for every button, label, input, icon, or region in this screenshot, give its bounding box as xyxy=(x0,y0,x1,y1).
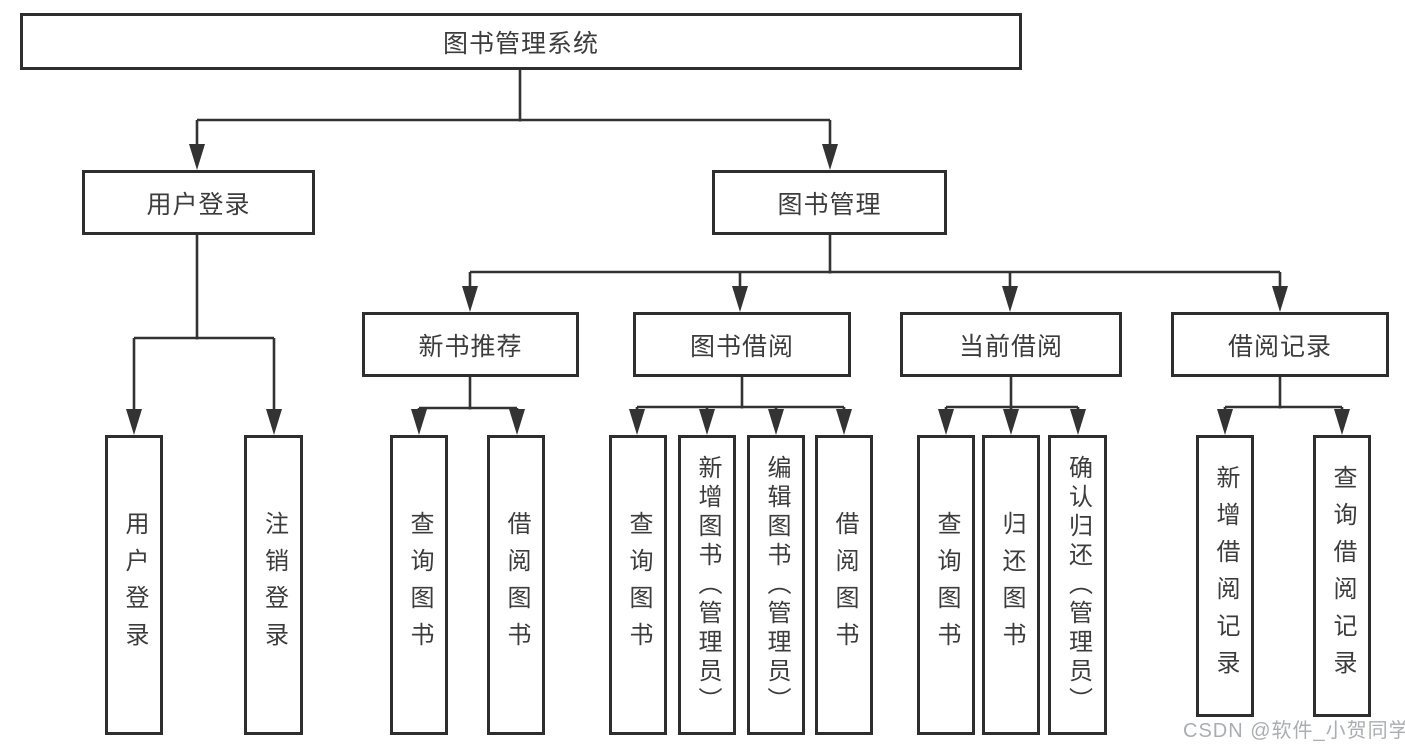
leaf-current-confirm-admin-label: 确认归还（管理员） xyxy=(1064,454,1092,716)
leaf-newbooks-query-label: 查询图书 xyxy=(406,511,433,659)
leaf-newbooks-query: 查询图书 xyxy=(390,435,448,735)
leaf-current-confirm-admin: 确认归还（管理员） xyxy=(1048,435,1107,735)
watermark: CSDN @软件_小贺同学 xyxy=(1183,720,1405,742)
node-book-borrow: 图书借阅 xyxy=(633,312,851,377)
node-borrow-records: 借阅记录 xyxy=(1171,312,1389,377)
leaf-records-query-label: 查询借阅记录 xyxy=(1329,465,1356,687)
leaf-records-query: 查询借阅记录 xyxy=(1313,435,1371,717)
leaf-borrow-borrow: 借阅图书 xyxy=(815,435,873,735)
node-root: 图书管理系统 xyxy=(20,13,1022,70)
leaf-borrow-edit-admin: 编辑图书（管理员） xyxy=(747,435,805,735)
node-user-login-label: 用户登录 xyxy=(146,190,251,219)
leaf-user-login: 用户登录 xyxy=(105,435,163,735)
node-current-borrow: 当前借阅 xyxy=(900,312,1122,377)
node-user-login: 用户登录 xyxy=(82,170,315,235)
leaf-borrow-query-label: 查询图书 xyxy=(625,511,652,659)
node-borrow-records-label: 借阅记录 xyxy=(1227,332,1332,361)
leaf-borrow-add-admin: 新增图书（管理员） xyxy=(678,435,736,735)
leaf-borrow-add-admin-label: 新增图书（管理员） xyxy=(694,454,721,716)
leaf-borrow-edit-admin-label: 编辑图书（管理员） xyxy=(763,454,790,716)
leaf-newbooks-borrow: 借阅图书 xyxy=(487,435,545,735)
node-new-books: 新书推荐 xyxy=(362,312,579,377)
leaf-records-add-label: 新增借阅记录 xyxy=(1212,465,1239,687)
leaf-records-add: 新增借阅记录 xyxy=(1196,435,1254,717)
leaf-borrow-query: 查询图书 xyxy=(609,435,667,735)
arrowheads xyxy=(126,144,1350,435)
leaf-current-return: 归还图书 xyxy=(982,435,1040,735)
leaf-logout: 注销登录 xyxy=(244,435,303,735)
node-book-management-label: 图书管理 xyxy=(777,190,882,219)
leaf-current-return-label: 归还图书 xyxy=(998,511,1025,659)
leaf-current-query: 查询图书 xyxy=(917,435,975,735)
node-current-borrow-label: 当前借阅 xyxy=(958,332,1063,361)
leaf-newbooks-borrow-label: 借阅图书 xyxy=(503,511,530,659)
leaf-borrow-borrow-label: 借阅图书 xyxy=(831,511,858,659)
leaf-logout-label: 注销登录 xyxy=(260,511,288,659)
leaf-current-query-label: 查询图书 xyxy=(933,511,960,659)
node-book-management: 图书管理 xyxy=(712,170,947,235)
leaf-user-login-label: 用户登录 xyxy=(121,511,148,659)
node-root-label: 图书管理系统 xyxy=(442,29,599,58)
node-book-borrow-label: 图书借阅 xyxy=(689,332,794,361)
node-new-books-label: 新书推荐 xyxy=(418,332,523,361)
